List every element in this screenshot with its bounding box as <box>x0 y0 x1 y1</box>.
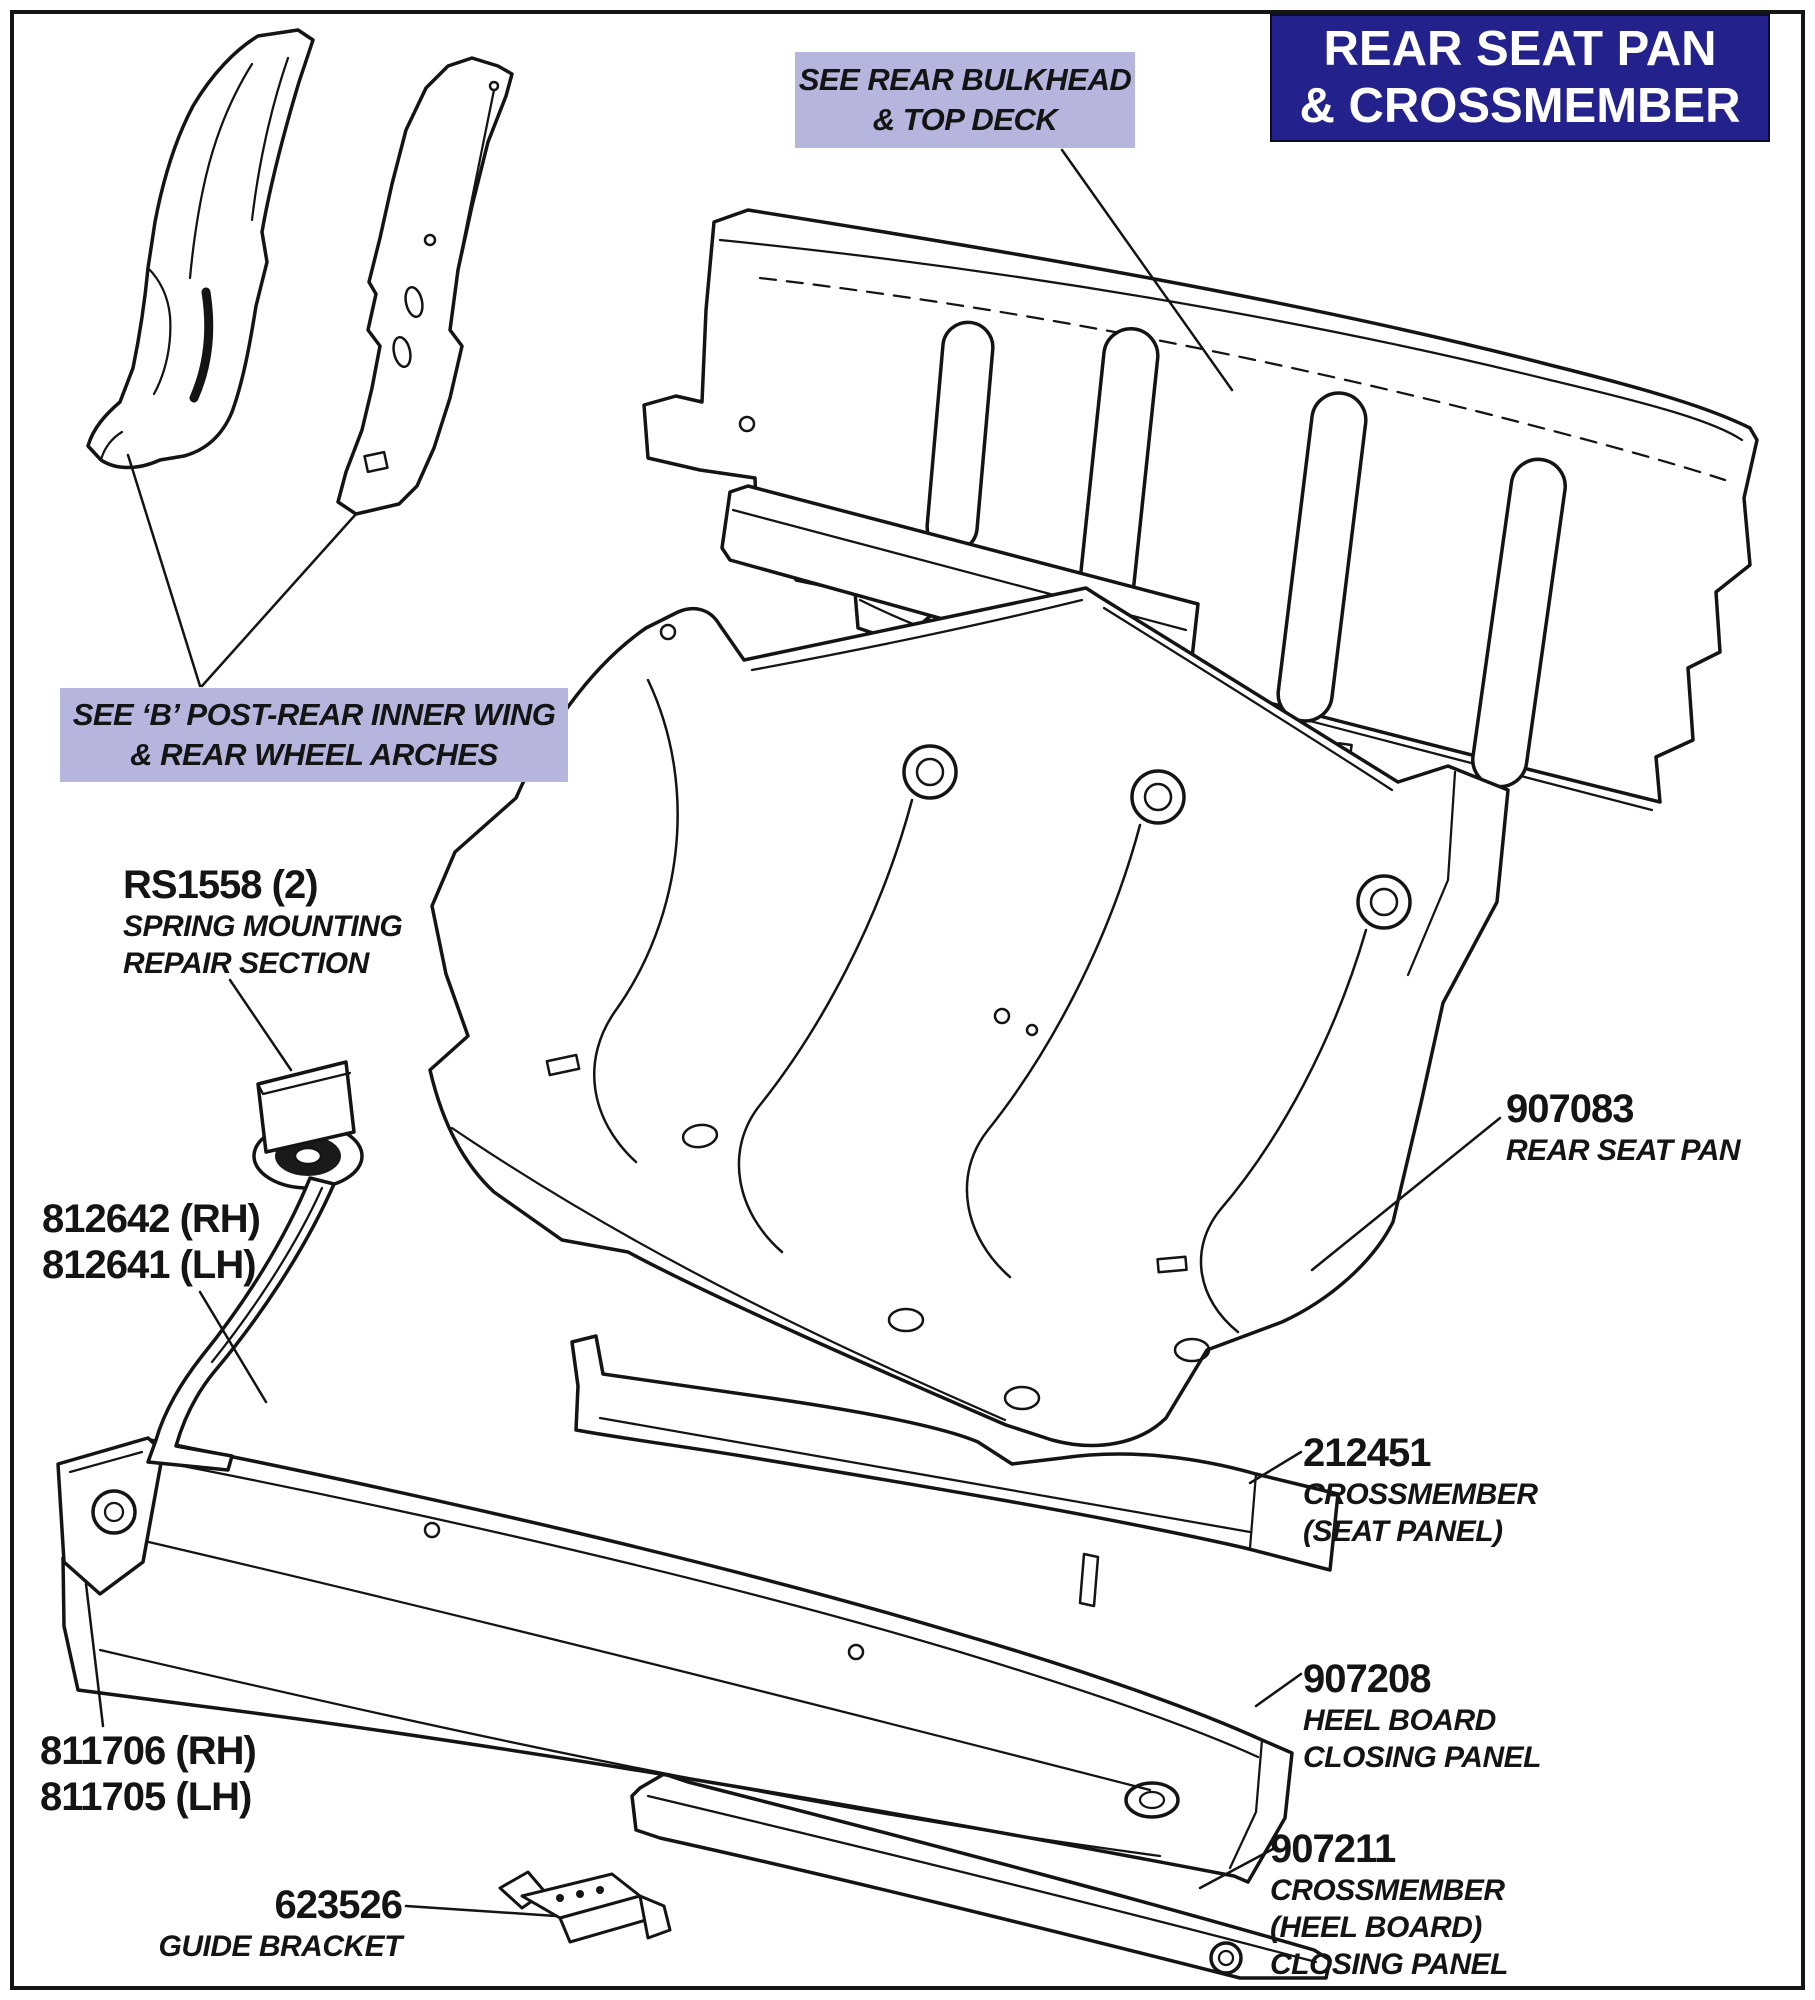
bpost-right-drawing <box>336 56 514 516</box>
part-number: 623526 <box>274 1883 403 1927</box>
page-title-banner: REAR SEAT PAN & CROSSMEMBER <box>1270 14 1770 142</box>
part-number: 811705 (LH) <box>40 1775 252 1819</box>
part-desc: REAR SEAT PAN <box>1506 1134 1741 1167</box>
part-desc: GUIDE BRACKET <box>158 1930 402 1963</box>
part-label-907211: 907211 CROSSMEMBER (HEEL BOARD) CLOSING … <box>1270 1826 1508 1983</box>
crossmember-heel-drawing <box>630 1772 1332 1980</box>
part-label-812642: 812642 (RH) 812641 (LH) <box>42 1196 261 1288</box>
part-label-907208: 907208 HEEL BOARD CLOSING PANEL <box>1303 1656 1541 1776</box>
part-number: RS1558 (2) <box>123 863 319 907</box>
part-desc: (HEEL BOARD) <box>1270 1911 1482 1944</box>
spring-mount-arm-drawing <box>146 1176 336 1472</box>
part-number: 907083 <box>1506 1087 1634 1131</box>
callout-line: & REAR WHEEL ARCHES <box>130 737 498 772</box>
page-title-line2: & CROSSMEMBER <box>1299 79 1741 133</box>
heel-board-drawing <box>56 1436 1294 1884</box>
part-desc: REPAIR SECTION <box>123 947 369 980</box>
seat-pan-drawing <box>428 586 1510 1448</box>
bpost-left-drawing <box>86 28 315 470</box>
part-label-623526: 623526 GUIDE BRACKET <box>130 1882 403 1965</box>
callout-rear-bulkhead: SEE REAR BULKHEAD & TOP DECK <box>795 52 1135 148</box>
callout-line: SEE ‘B’ POST-REAR INNER WING <box>72 697 556 732</box>
part-desc: SPRING MOUNTING <box>123 910 403 943</box>
part-label-rs1558: RS1558 (2) SPRING MOUNTING REPAIR SECTIO… <box>123 862 403 982</box>
part-desc: (SEAT PANEL) <box>1303 1515 1503 1548</box>
part-label-212451: 212451 CROSSMEMBER (SEAT PANEL) <box>1303 1430 1538 1550</box>
part-number: 811706 (RH) <box>40 1729 257 1773</box>
page-title-line1: REAR SEAT PAN <box>1323 22 1717 76</box>
part-number: 812642 (RH) <box>42 1197 261 1241</box>
part-number: 907208 <box>1303 1657 1431 1701</box>
part-desc: CLOSING PANEL <box>1270 1948 1508 1981</box>
rs1558-bracket-drawing <box>252 1060 364 1190</box>
callout-b-post: SEE ‘B’ POST-REAR INNER WING & REAR WHEE… <box>60 688 568 782</box>
part-number: 212451 <box>1303 1431 1431 1475</box>
part-label-811706: 811706 (RH) 811705 (LH) <box>40 1728 257 1820</box>
callout-line: SEE REAR BULKHEAD <box>798 62 1132 97</box>
part-desc: CROSSMEMBER <box>1303 1478 1538 1511</box>
part-label-907083: 907083 REAR SEAT PAN <box>1506 1086 1741 1169</box>
part-desc: CROSSMEMBER <box>1270 1874 1505 1907</box>
part-desc: HEEL BOARD <box>1303 1704 1496 1737</box>
crossmember-seat-drawing <box>570 1334 1340 1608</box>
part-number: 812641 (LH) <box>42 1243 257 1287</box>
guide-bracket-drawing <box>498 1870 672 1944</box>
leader-lines <box>84 148 1502 1918</box>
part-desc: CLOSING PANEL <box>1303 1741 1541 1774</box>
callout-line: & TOP DECK <box>872 102 1058 137</box>
part-number: 907211 <box>1270 1827 1396 1871</box>
heel-gusset-drawing <box>56 1436 165 1596</box>
